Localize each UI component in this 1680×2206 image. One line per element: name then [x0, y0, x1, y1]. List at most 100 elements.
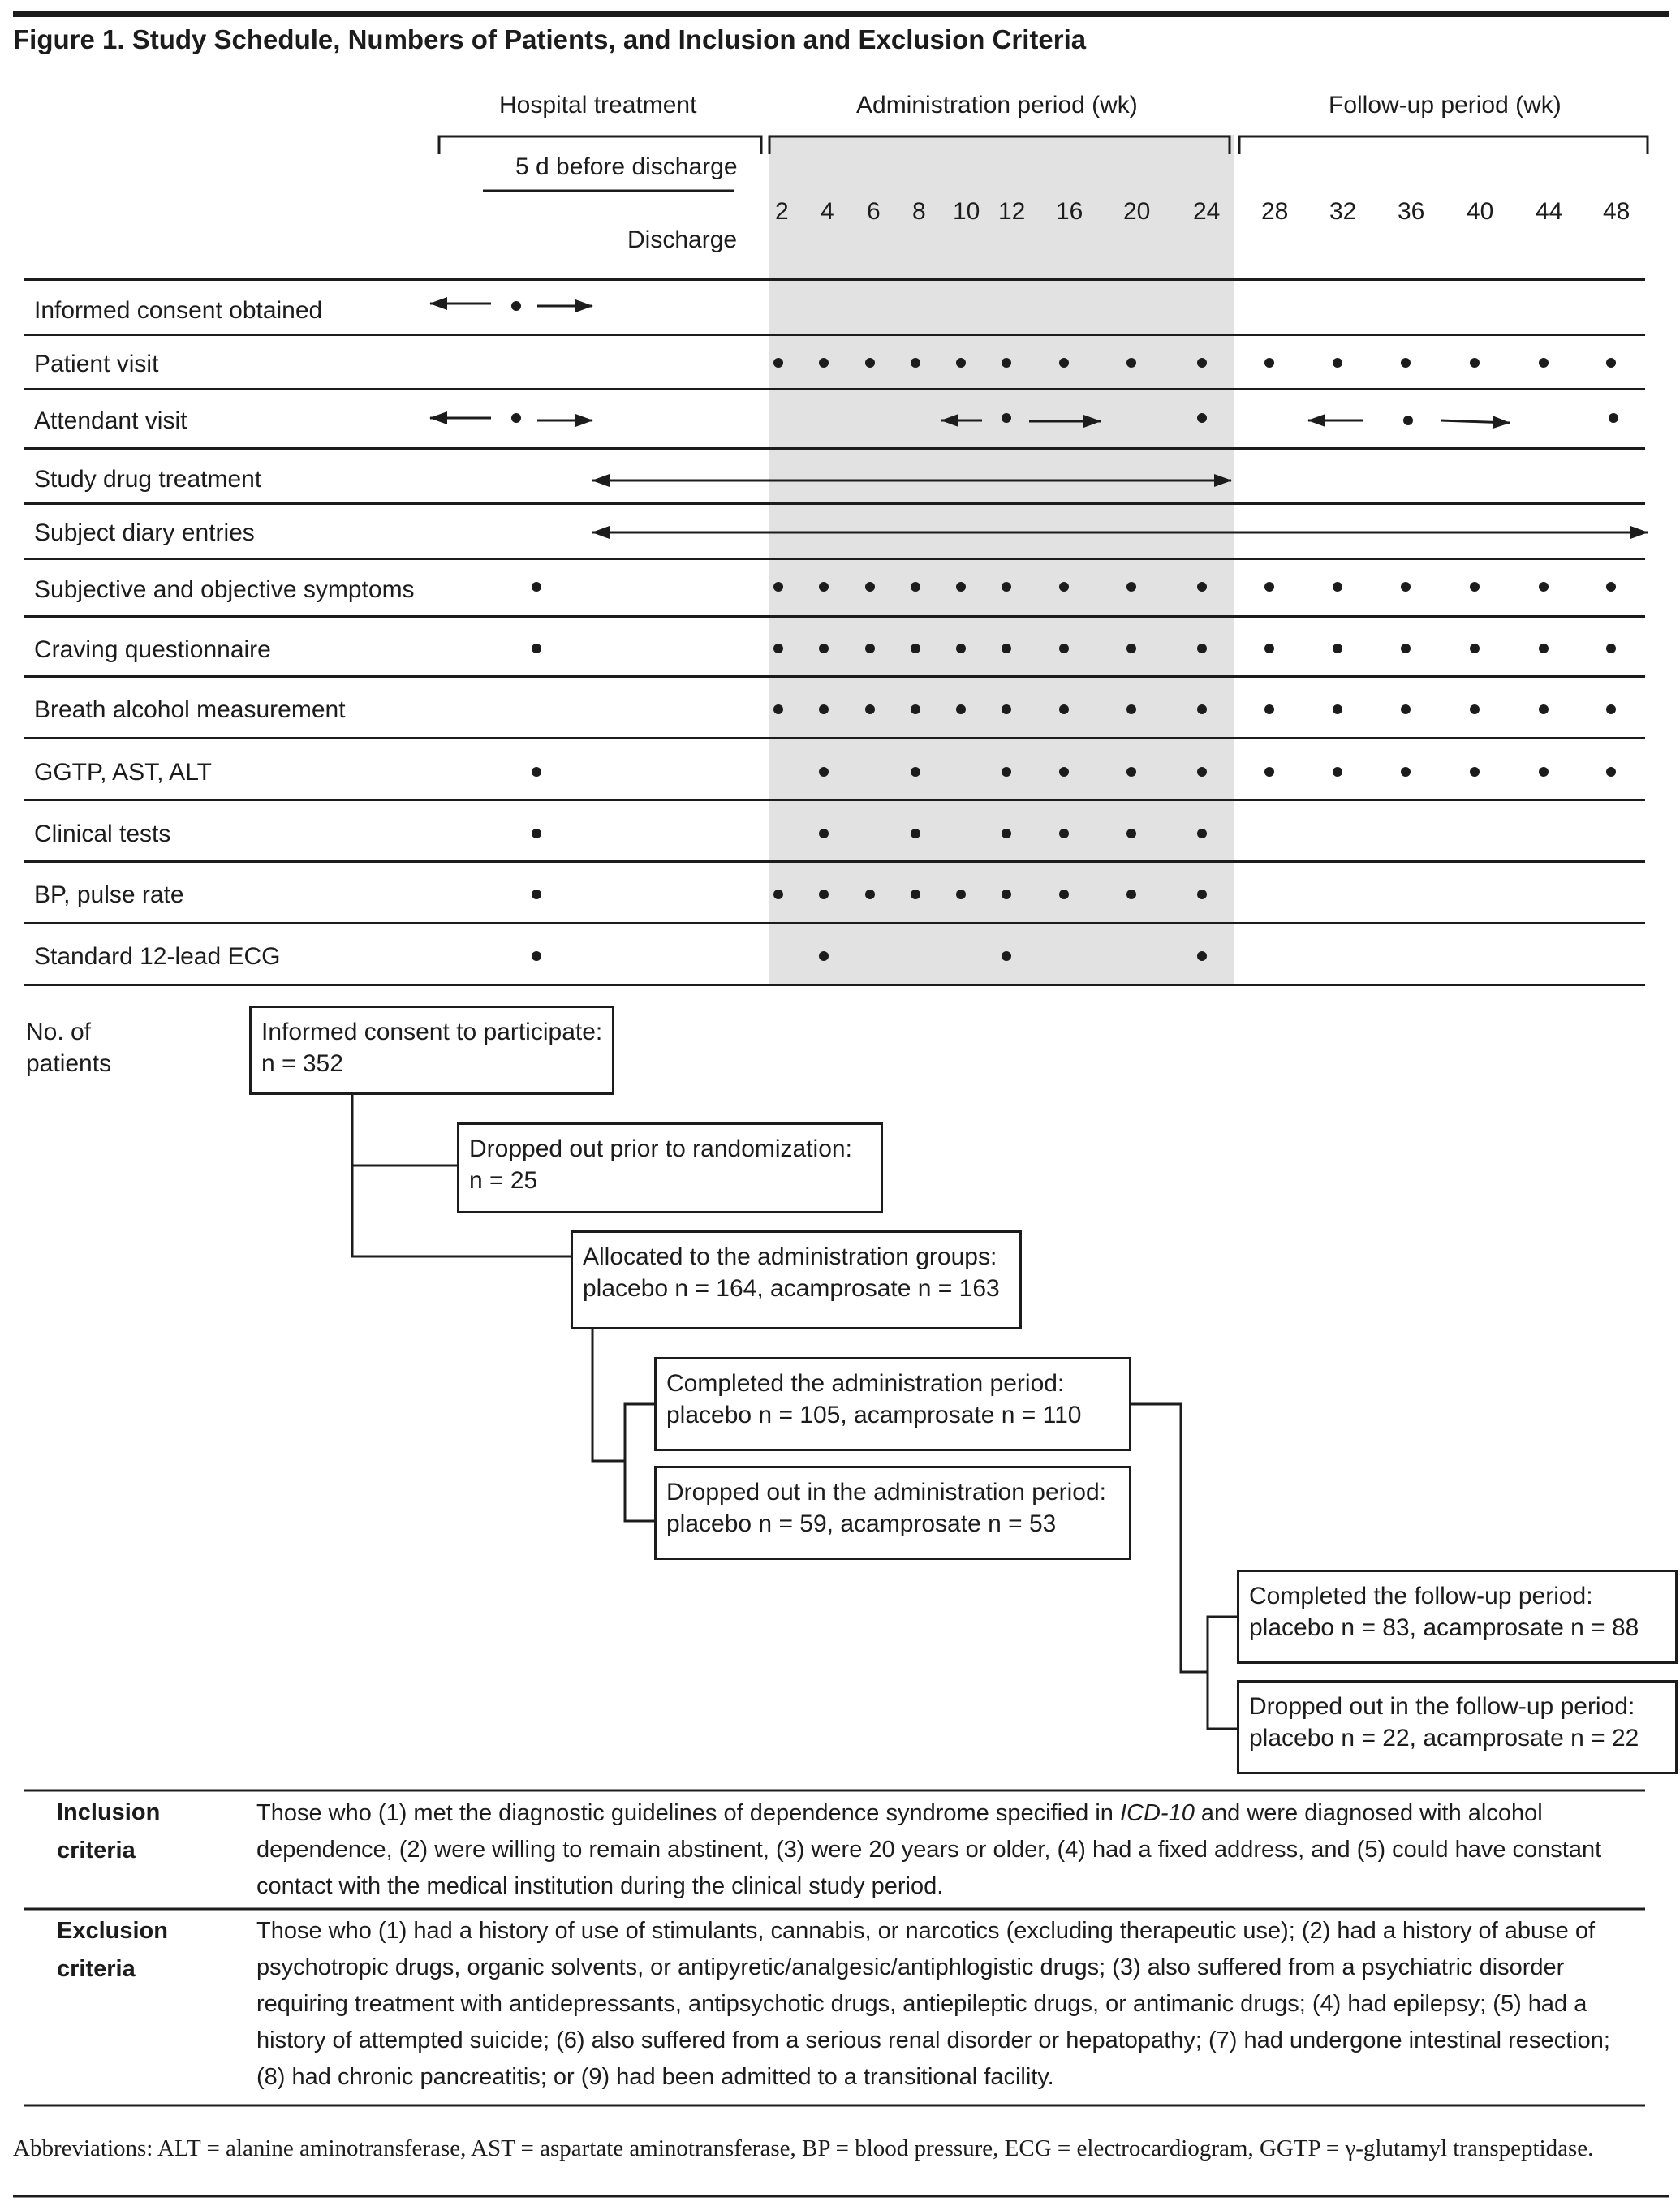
week-label: 8	[912, 198, 926, 225]
bracket-administration	[768, 135, 1231, 154]
flow-label-no-of-patients: No. of patients	[26, 1019, 112, 1077]
dot	[1264, 582, 1274, 592]
connector	[1131, 1402, 1237, 1730]
week-label: 44	[1536, 198, 1563, 225]
dot	[1606, 704, 1616, 714]
dot	[1606, 644, 1616, 653]
dot	[1401, 582, 1411, 592]
row-divider	[24, 388, 1645, 390]
header-followup-period: Follow-up period (wk)	[1329, 92, 1562, 118]
dot	[1002, 704, 1011, 714]
bracket-followup	[1238, 135, 1649, 154]
dot	[865, 890, 875, 899]
row-divider	[24, 675, 1645, 678]
header-hospital-treatment: Hospital treatment	[499, 92, 697, 118]
inclusion-criteria-text: Those who (1) met the diagnostic guideli…	[256, 1800, 1602, 1899]
flow-box-dropped-prior: Dropped out prior to randomization:n = 2…	[457, 1122, 883, 1213]
row-divider	[24, 558, 1645, 560]
dot	[1333, 644, 1342, 653]
row-divider	[24, 502, 1645, 505]
dot	[819, 582, 829, 592]
exclusion-criteria-text: Those who (1) had a history of use of st…	[256, 1918, 1610, 2090]
row-divider	[24, 447, 1645, 450]
dot	[1126, 358, 1136, 368]
dot	[1470, 644, 1480, 653]
dot	[911, 890, 920, 899]
dot	[511, 301, 521, 311]
row-label-attendant-visit: Attendant visit	[34, 407, 187, 434]
header-administration-period: Administration period (wk)	[856, 92, 1138, 118]
dot	[1059, 767, 1069, 777]
dot	[1002, 413, 1011, 423]
dot	[1059, 890, 1069, 899]
dot	[1264, 704, 1274, 714]
schedule-dots	[532, 358, 1616, 961]
connector	[1206, 1615, 1237, 1672]
dot	[911, 767, 920, 777]
dot	[773, 704, 783, 714]
dot	[819, 890, 829, 899]
dot	[1333, 358, 1342, 368]
figure-title: Figure 1. Study Schedule, Numbers of Pat…	[13, 24, 1087, 54]
dot	[532, 951, 541, 961]
dot	[1609, 413, 1618, 423]
dot	[1197, 951, 1207, 961]
inclusion-criteria-label: Inclusion criteria	[57, 1799, 161, 1863]
dot	[1126, 704, 1136, 714]
dot	[956, 358, 966, 368]
dot	[532, 890, 541, 899]
header-discharge: Discharge	[627, 226, 738, 253]
dot	[911, 704, 920, 714]
row-divider	[24, 737, 1645, 739]
row-label-informed-consent: Informed consent obtained	[34, 297, 323, 324]
dot	[1059, 704, 1069, 714]
dot	[1002, 767, 1011, 777]
dot	[1197, 358, 1207, 368]
week-label: 40	[1467, 198, 1494, 225]
week-label: 16	[1056, 198, 1083, 225]
dot	[865, 358, 875, 368]
row-label-patient-visit: Patient visit	[34, 351, 159, 377]
dot	[1539, 767, 1549, 777]
dot	[1002, 951, 1011, 961]
connector	[591, 1329, 654, 1523]
week-label: 4	[821, 198, 834, 225]
flow-box-completed-administration: Completed the administration period:plac…	[654, 1357, 1131, 1451]
dot	[1002, 358, 1011, 368]
dot	[1606, 582, 1616, 592]
dot	[1401, 358, 1411, 368]
dot	[911, 358, 920, 368]
dot	[911, 582, 920, 592]
row-label-ggtp: GGTP, AST, ALT	[34, 759, 212, 786]
connector	[623, 1402, 654, 1461]
dot	[819, 704, 829, 714]
dot	[1470, 704, 1480, 714]
week-label: 12	[998, 198, 1026, 225]
week-label: 2	[775, 198, 789, 225]
dot	[532, 767, 541, 777]
dot	[819, 644, 829, 653]
flow-box-allocated: Allocated to the administration groups:p…	[571, 1230, 1022, 1329]
week-label: 32	[1329, 198, 1357, 225]
row-label-bp: BP, pulse rate	[34, 881, 184, 908]
abbreviations-note: Abbreviations: ALT = alanine aminotransf…	[13, 2135, 1594, 2161]
row-label-symptoms: Subjective and objective symptoms	[34, 576, 415, 603]
dot	[956, 582, 966, 592]
dot	[1126, 582, 1136, 592]
week-label: 6	[867, 198, 881, 225]
row-label-clinical-tests: Clinical tests	[34, 821, 171, 847]
week-label: 10	[953, 198, 980, 225]
dot	[1539, 358, 1549, 368]
week-label: 36	[1398, 198, 1425, 225]
row-label-craving: Craving questionnaire	[34, 636, 271, 663]
dot	[1126, 829, 1136, 838]
dot	[819, 951, 829, 961]
schedule-marks	[429, 135, 1649, 961]
row-label-ecg: Standard 12-lead ECG	[34, 943, 281, 970]
dot	[1002, 890, 1011, 899]
dot	[1126, 644, 1136, 653]
dot	[1539, 644, 1549, 653]
row-divider	[24, 334, 1645, 336]
dot	[1197, 413, 1207, 423]
